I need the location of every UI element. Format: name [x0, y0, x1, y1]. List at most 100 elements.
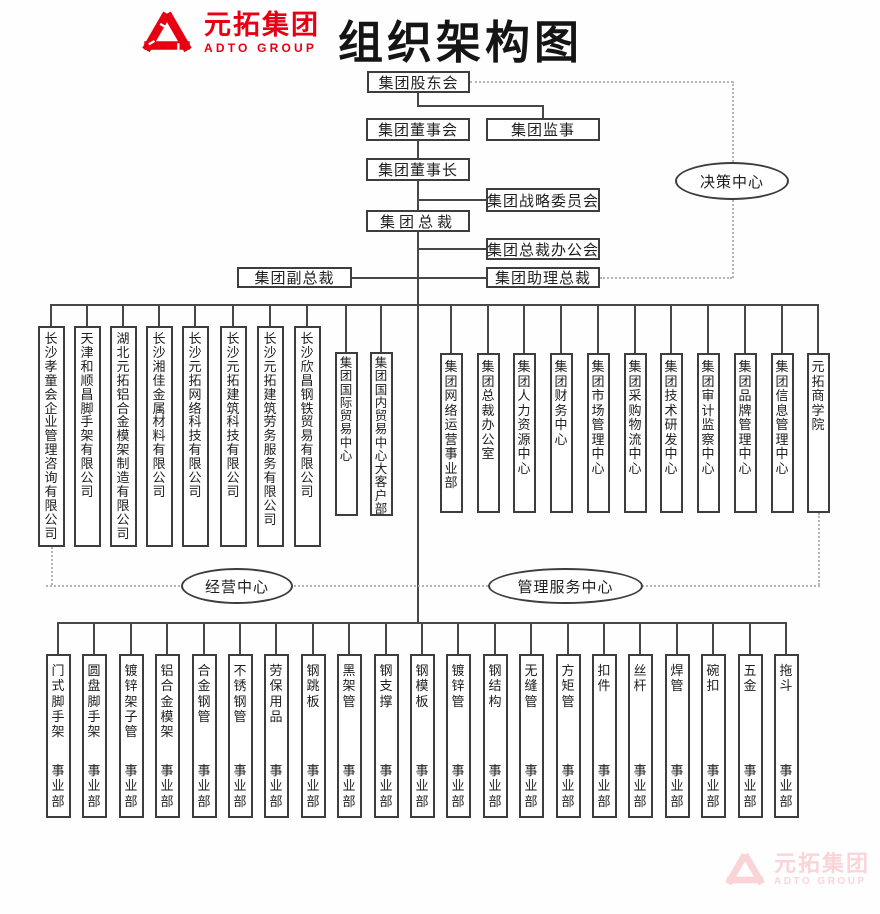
business-unit-box: 合金钢管事业部	[191, 654, 217, 818]
business-unit-box-label: 事业部	[87, 763, 101, 809]
business-unit-box: 钢跳板事业部	[300, 654, 326, 818]
business-unit-box-label: 拖斗	[779, 663, 793, 694]
adto-logo-icon	[142, 11, 192, 53]
group-center-box-label: 元拓商学院	[811, 359, 825, 433]
ellipse-management-service-center: 管理服务中心	[488, 568, 643, 604]
box-supervisors: 集团监事	[486, 118, 600, 141]
business-unit-box-label: 镀锌管	[451, 663, 465, 709]
group-center-box-label: 集团信息管理中心	[775, 359, 789, 476]
connector	[380, 304, 382, 352]
connector	[122, 304, 124, 326]
company-box-label: 长沙欣昌钢铁贸易有限公司	[300, 331, 314, 499]
company-box: 长沙元拓建筑劳务服务有限公司	[256, 326, 284, 547]
business-unit-box: 扣件事业部	[591, 654, 617, 818]
connector	[417, 93, 419, 105]
connector	[417, 199, 486, 201]
business-unit-box: 钢模板事业部	[409, 654, 435, 818]
connector	[50, 304, 52, 326]
connector	[158, 304, 160, 326]
group-center-box: 集团品牌管理中心	[733, 353, 757, 513]
box-president: 集团总裁	[366, 210, 470, 232]
connector	[57, 622, 59, 654]
company-box: 长沙孝童会企业管理咨询有限公司	[37, 326, 65, 547]
connector	[348, 622, 350, 654]
business-unit-box-label: 铝合金模架	[160, 663, 174, 740]
business-unit-box-label: 事业部	[597, 763, 611, 809]
connector	[194, 304, 196, 326]
trade-box-label: 集团国际贸易中心	[339, 356, 353, 463]
connector	[494, 622, 496, 654]
connector	[421, 622, 423, 654]
group-center-box: 集团网络运营事业部	[439, 353, 463, 513]
group-center-box-label: 集团总裁办公室	[481, 359, 495, 462]
business-unit-box-label: 事业部	[342, 763, 356, 809]
connector	[417, 231, 419, 624]
business-unit-box-label: 事业部	[160, 763, 174, 809]
business-unit-box-label: 碗扣	[706, 663, 720, 694]
company-box: 长沙元拓建筑科技有限公司	[219, 326, 247, 547]
business-unit-box-label: 镀锌架子管	[124, 663, 138, 740]
connector	[345, 304, 347, 352]
group-center-box: 集团总裁办公室	[476, 353, 500, 513]
business-unit-box-label: 方矩管	[561, 663, 575, 709]
group-center-box: 集团采购物流中心	[623, 353, 647, 513]
footer-logo-icon	[725, 852, 765, 886]
connector	[785, 622, 787, 654]
connector	[707, 304, 709, 353]
company-box-label: 长沙孝童会企业管理咨询有限公司	[44, 331, 58, 541]
business-unit-box-label: 事业部	[706, 763, 720, 809]
business-unit-box: 镀锌架子管事业部	[118, 654, 144, 818]
footer-chinese-name: 元拓集团	[773, 851, 870, 876]
business-unit-box: 方矩管事业部	[555, 654, 581, 818]
company-box: 湖北元拓铝合金模架制造有限公司	[109, 326, 137, 547]
business-unit-box-label: 事业部	[233, 763, 247, 809]
business-unit-box-label: 事业部	[524, 763, 538, 809]
connector	[51, 304, 819, 306]
connector	[567, 622, 569, 654]
connector	[275, 622, 277, 654]
business-unit-box-label: 扣件	[597, 663, 611, 694]
connector	[744, 304, 746, 353]
business-unit-box: 门式脚手架事业部	[45, 654, 71, 818]
connector	[417, 248, 486, 250]
business-unit-box: 劳保用品事业部	[263, 654, 289, 818]
connector	[749, 622, 751, 654]
company-box-label: 长沙湘佳金属材料有限公司	[152, 331, 166, 499]
group-center-box-label: 集团人力资源中心	[517, 359, 531, 476]
dotted-connector	[600, 277, 732, 279]
business-unit-box: 丝杆事业部	[627, 654, 653, 818]
group-center-box-label: 集团审计监察中心	[701, 359, 715, 476]
connector	[523, 304, 525, 353]
footer-logo-text: 元拓集团 ADTO GROUP	[774, 853, 870, 887]
business-unit-box-label: 钢结构	[488, 663, 502, 709]
company-box: 长沙湘佳金属材料有限公司	[145, 326, 173, 547]
business-unit-box-label: 事业部	[124, 763, 138, 809]
connector	[130, 622, 132, 654]
box-chairman: 集团董事长	[366, 158, 470, 181]
business-unit-box: 钢支撑事业部	[373, 654, 399, 818]
company-box: 长沙欣昌钢铁贸易有限公司	[293, 326, 321, 547]
business-unit-box-label: 事业部	[306, 763, 320, 809]
business-unit-box-label: 钢跳板	[306, 663, 320, 709]
group-center-box: 集团审计监察中心	[696, 353, 720, 513]
connector	[712, 622, 714, 654]
business-unit-box-label: 黑架管	[342, 663, 356, 709]
company-box-label: 长沙元拓建筑劳务服务有限公司	[263, 331, 277, 527]
box-board: 集团董事会	[366, 118, 470, 141]
logo-chinese-name: 元拓集团	[204, 10, 320, 40]
dotted-connector	[51, 547, 53, 585]
business-unit-box: 拖斗事业部	[773, 654, 799, 818]
business-unit-box: 镀锌管事业部	[445, 654, 471, 818]
business-unit-box-label: 事业部	[269, 763, 283, 809]
dotted-connector	[46, 585, 820, 587]
group-center-box: 元拓商学院	[806, 353, 830, 513]
connector	[560, 304, 562, 353]
connector	[603, 622, 605, 654]
business-unit-box-label: 事业部	[415, 763, 429, 809]
connector	[385, 622, 387, 654]
group-center-box: 集团信息管理中心	[770, 353, 794, 513]
group-center-box-label: 集团技术研发中心	[664, 359, 678, 476]
connector	[487, 304, 489, 353]
connector	[232, 304, 234, 326]
box-assistant-president: 集团助理总裁	[486, 267, 600, 288]
